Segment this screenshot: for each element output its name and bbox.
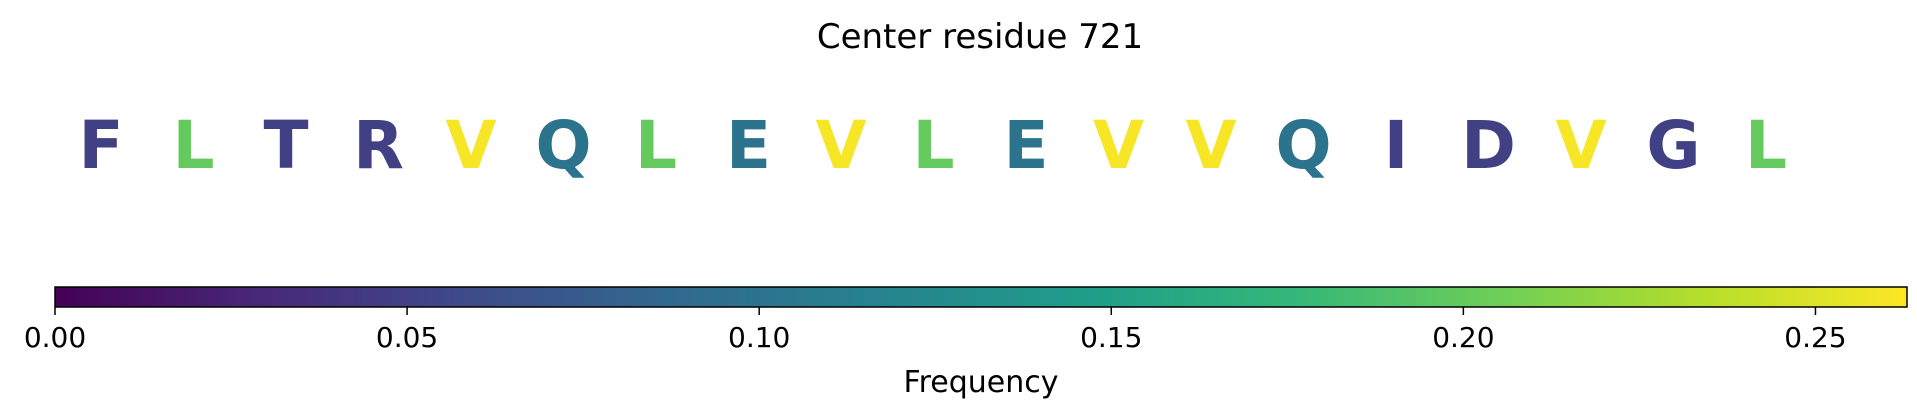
colorbar-tick-label: 0.00 (24, 321, 86, 354)
colorbar-tick-label: 0.10 (728, 321, 790, 354)
residue-letter: L (172, 107, 214, 184)
colorbar-tick-label: 0.15 (1080, 321, 1142, 354)
residue-letter: V (1185, 107, 1236, 184)
residue-letter: Q (1275, 107, 1331, 184)
residue-letter: L (912, 107, 954, 184)
residue-letter: G (1646, 107, 1700, 184)
residue-letter: V (815, 107, 866, 184)
colorbar-tick-label: 0.05 (376, 321, 438, 354)
residue-letter: I (1384, 107, 1409, 184)
residue-letter: V (1093, 107, 1144, 184)
residue-letter: R (353, 107, 404, 184)
chart-title: Center residue 721 (817, 17, 1143, 57)
residue-letter: T (263, 107, 308, 184)
residue-letter: V (1555, 107, 1606, 184)
residue-letter: V (445, 107, 496, 184)
colorbar-tick-label: 0.20 (1432, 321, 1494, 354)
residue-letter: E (726, 107, 771, 184)
residue-letter: F (78, 107, 123, 184)
residue-letter: Q (535, 107, 591, 184)
colorbar (54, 286, 1908, 308)
colorbar-label: Frequency (904, 365, 1059, 400)
residue-letter: D (1461, 107, 1516, 184)
colorbar-ticks: 0.00 0.05 0.10 0.15 0.20 0.25 (24, 307, 1847, 354)
colorbar-tick-label: 0.25 (1784, 321, 1846, 354)
residue-letter: E (1003, 107, 1048, 184)
residue-letter: L (635, 107, 677, 184)
residue-letter: L (1745, 107, 1787, 184)
